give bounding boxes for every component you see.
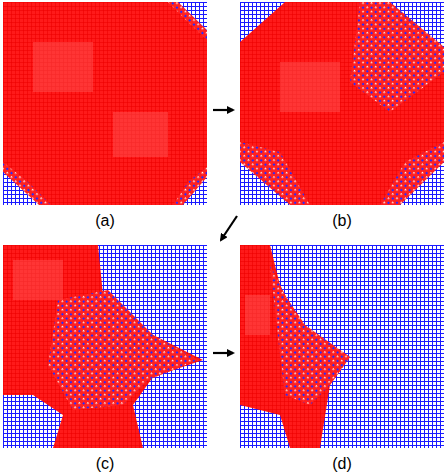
sequence-arrow (213, 109, 233, 111)
mesh-panel-node: (a) (3, 2, 207, 232)
mesh-panel-node: (c) (3, 245, 207, 474)
mesh-panel (3, 2, 207, 205)
mesh-panel (240, 2, 444, 205)
sequence-arrow (221, 216, 237, 240)
panel-label: (d) (332, 455, 352, 473)
panel-label: (b) (332, 212, 352, 230)
panel-label: (a) (95, 212, 115, 230)
sequence-arrow (213, 352, 233, 354)
panel-label: (c) (96, 455, 115, 473)
mesh-panel-node: (b) (240, 2, 444, 232)
mesh-panel (3, 245, 207, 448)
mesh-panel (240, 245, 444, 448)
mesh-panel-node: (d) (240, 245, 444, 474)
